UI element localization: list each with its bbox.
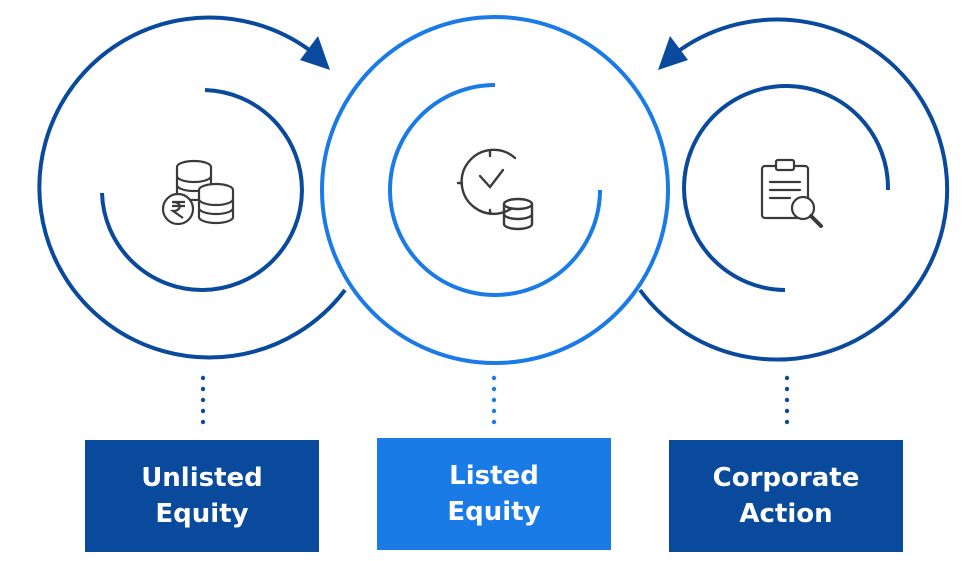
outer-ring-unlisted — [37, 15, 347, 360]
node-unlisted-equity — [37, 15, 347, 360]
node-corporate-action — [638, 17, 950, 362]
label-listed-line2: Equity — [447, 497, 541, 527]
label-listed-line1: Listed — [449, 461, 539, 491]
label-unlisted-line1: Unlisted — [141, 463, 263, 493]
inner-arc-corp — [682, 84, 891, 292]
outer-ring-listed — [320, 15, 670, 365]
clipboard-search-icon — [760, 158, 823, 228]
label-unlisted-line2: Equity — [155, 499, 249, 529]
coins-rupee-icon — [161, 159, 235, 226]
clock-database-icon — [456, 148, 534, 231]
outer-ring-corp — [638, 17, 950, 362]
label-box-corporate-action: Corporate Action — [669, 440, 903, 552]
label-corp-line1: Corporate — [712, 463, 860, 493]
inner-arc-unlisted — [100, 88, 304, 292]
label-box-unlisted-equity: Unlisted Equity — [85, 440, 319, 552]
arrow-head-left-icon — [658, 36, 688, 70]
node-listed-equity — [320, 15, 670, 365]
inner-arc-listed — [388, 83, 602, 297]
label-box-listed-equity: Listed Equity — [377, 438, 611, 550]
arrow-head-right-icon — [300, 36, 330, 70]
label-corp-line2: Action — [739, 499, 833, 529]
dotted-connectors — [200, 375, 790, 425]
